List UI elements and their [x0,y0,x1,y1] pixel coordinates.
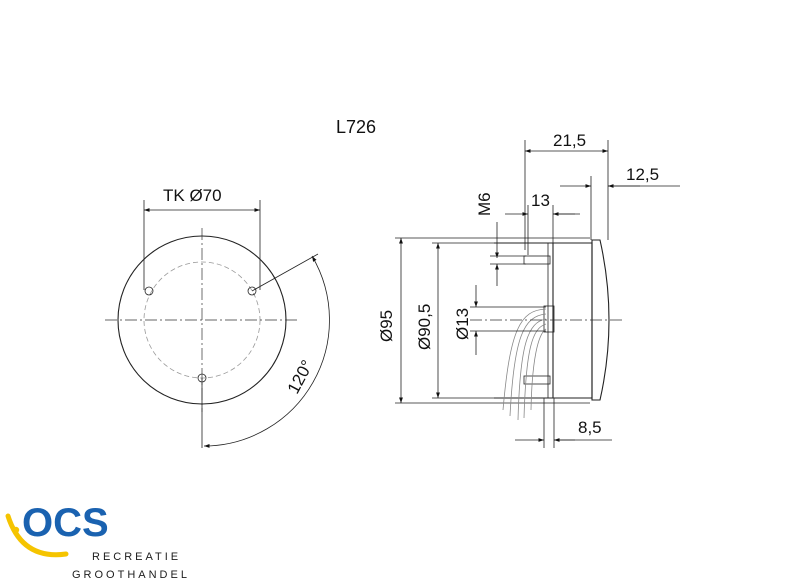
side-view: 21,5 12,5 13 M6 Ø95 Ø90,5 [377,131,680,448]
housing-body [494,242,554,399]
flange-label: 8,5 [578,418,602,437]
thread-label: M6 [475,192,494,216]
lens [591,239,610,401]
lens-label: 12,5 [626,165,659,184]
wire [502,308,547,411]
bolt-circle-label: TK Ø70 [163,186,222,205]
body-diameter-label: Ø90,5 [415,304,434,350]
depth-total-label: 21,5 [553,131,586,150]
wire [523,323,547,419]
logo-tagline-groothandel: GROOTHANDEL [72,569,190,581]
logo-tagline-recreatie: RECREATIE [92,551,181,563]
mounting-stud [523,255,551,265]
front-view: TK Ø70 120° [105,186,330,448]
outer-diameter-label: Ø95 [377,310,396,342]
wire [509,313,547,417]
logo-swoosh [5,513,69,558]
thread-length-label: 13 [531,191,550,210]
model-title: L726 [336,117,376,137]
mounting-stud [523,375,551,385]
cable-diameter-label: Ø13 [453,308,472,340]
angle-label: 120° [284,357,317,397]
flange [553,242,593,399]
logo-dot [12,526,20,534]
mounting-hole [144,286,154,296]
logo-letters: OCS [22,501,109,545]
cable-gland [543,305,555,333]
wire [517,318,547,421]
ocs-logo: OCS RECREATIE GROOTHANDEL [5,501,190,581]
angle-leg [251,253,319,292]
angle-arc [203,255,330,448]
